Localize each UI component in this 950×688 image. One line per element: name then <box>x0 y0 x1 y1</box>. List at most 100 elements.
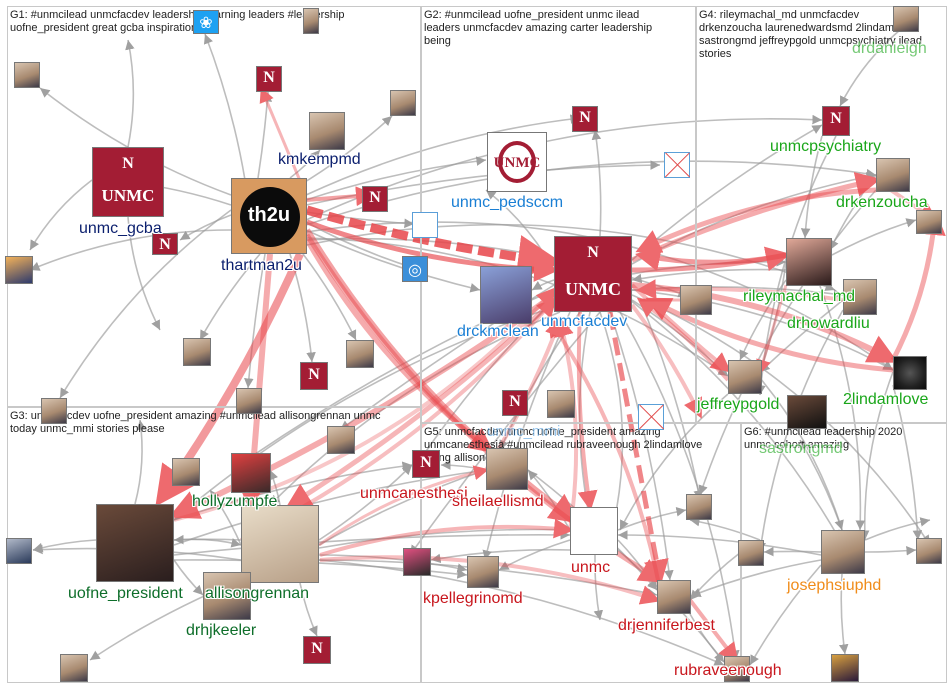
node-unmc-gcba[interactable]: UNMC <box>92 147 164 217</box>
edge-red-35 <box>756 284 788 375</box>
edge-gray-90 <box>617 507 687 531</box>
node-g1-person-e[interactable] <box>183 338 211 366</box>
group-label-g5: G5: unmcfacdev unmc uofne_president amaz… <box>424 426 703 464</box>
node-g6-person-a[interactable] <box>738 540 764 566</box>
edge-red-14 <box>576 311 598 511</box>
node-g2-broken-image-b[interactable] <box>638 404 664 430</box>
edge-gray-75 <box>318 554 468 573</box>
node-g1-unmc-small-d[interactable] <box>300 362 328 390</box>
edge-red-8 <box>285 298 556 508</box>
node-g1-person-f[interactable] <box>346 340 374 368</box>
label-unmc-gcba: unmc_gcba <box>79 220 162 237</box>
edge-gray-79 <box>269 469 281 506</box>
node-unmc[interactable] <box>570 507 618 555</box>
edge-gray-81 <box>134 419 147 505</box>
edge-gray-98 <box>763 546 822 557</box>
node-g4-person-a[interactable] <box>916 210 942 234</box>
edge-red-18 <box>636 297 730 382</box>
node-g1-person-g[interactable] <box>236 388 262 414</box>
node-g3-person-b[interactable] <box>172 458 200 486</box>
edge-gray-94 <box>593 554 604 621</box>
node-g1-unmc-small-a[interactable] <box>256 66 282 92</box>
node-drjenniferbest[interactable] <box>657 580 691 614</box>
node-unmcfacdev[interactable]: UNMC <box>554 236 632 312</box>
node-g5-person-b[interactable] <box>403 548 431 576</box>
node-unmc-pedsccm[interactable]: UNMC <box>487 132 547 192</box>
node-g2-person-b[interactable] <box>547 390 575 418</box>
label-kpellegrinomd: kpellegrinomd <box>423 590 523 607</box>
edge-gray-105 <box>864 517 931 541</box>
pedsccm-ring <box>498 141 536 183</box>
unmc-gcba-logo-text: UNMC <box>101 186 155 205</box>
edge-gray-82 <box>173 559 204 596</box>
node-g3-unmc-small[interactable] <box>303 636 331 664</box>
edge-gray-41 <box>609 311 674 581</box>
edge-gray-45 <box>419 299 555 461</box>
node-drhjkeeler[interactable] <box>203 572 251 620</box>
node-g2-childrens-logo[interactable] <box>412 212 438 238</box>
node-g1-person-h[interactable] <box>41 398 67 424</box>
node-sheilaellismd[interactable] <box>486 448 528 490</box>
node-g1-unmc-small-b[interactable] <box>362 186 388 212</box>
node-uofne-president[interactable] <box>96 504 174 582</box>
label-josephsiuphd: josephsiuphd <box>787 577 882 594</box>
node-g1-person-d[interactable] <box>5 256 33 284</box>
node-twitter-bird[interactable] <box>193 10 219 34</box>
node-2lindamlove[interactable] <box>893 356 927 390</box>
edge-gray-74 <box>318 524 571 549</box>
node-rubraveenough[interactable] <box>724 656 750 682</box>
label-sastrongmd: sastrongmd <box>759 440 843 457</box>
edge-gray-78 <box>299 582 318 637</box>
node-g1-person-a[interactable] <box>303 8 319 34</box>
edge-gray-12 <box>125 39 135 148</box>
node-allisongrennan[interactable] <box>241 505 319 583</box>
edge-gray-16 <box>305 156 487 201</box>
node-unmcanesthesia[interactable] <box>412 450 440 478</box>
edge-gray-72 <box>318 464 413 541</box>
node-g2-un-logo[interactable] <box>402 256 428 282</box>
node-josephsiuphd[interactable] <box>821 530 865 574</box>
node-g2-person-a[interactable] <box>680 285 712 315</box>
node-g2-broken-image-a[interactable] <box>664 152 690 178</box>
node-sastrongmd[interactable] <box>787 395 827 429</box>
node-g6-person-c[interactable] <box>831 654 859 682</box>
edge-gray-10 <box>299 249 357 341</box>
node-kmkempmd[interactable] <box>309 112 345 150</box>
node-g3-person-c[interactable] <box>6 538 32 564</box>
node-g2-unmc-small-b[interactable] <box>502 390 528 416</box>
node-g1-unmc-small-c[interactable] <box>152 233 178 255</box>
th2u-logo-text: th2u <box>247 204 291 226</box>
edge-gray-20 <box>305 114 581 196</box>
node-g2-unmc-small-a[interactable] <box>572 106 598 132</box>
label-jeffreypgold: jeffreypgold <box>697 396 780 413</box>
edge-gray-103 <box>749 564 822 666</box>
edge-gray-62 <box>892 384 923 541</box>
node-drckmclean[interactable] <box>480 266 532 324</box>
node-kpellegrinomd[interactable] <box>467 556 499 588</box>
node-hollyzumpfe[interactable] <box>231 453 271 493</box>
node-g3-person-d[interactable] <box>60 654 88 682</box>
edge-gray-61 <box>831 218 917 256</box>
node-thartman2u[interactable]: th2u <box>231 178 307 254</box>
edge-gray-64 <box>800 135 823 239</box>
node-g5-person-a[interactable] <box>686 494 712 520</box>
node-g3-person-a[interactable] <box>327 426 355 454</box>
group-label-g6: G6: #unmcilead leadership 2020 unmc coho… <box>744 426 903 451</box>
label-kmkempmd: kmkempmd <box>278 151 361 168</box>
node-jeffreypgold[interactable] <box>728 360 762 394</box>
node-rileymachal-md[interactable] <box>786 238 832 286</box>
node-unmcpsychiatry[interactable] <box>822 106 850 136</box>
node-g1-person-c[interactable] <box>390 90 416 116</box>
node-drdanieigh[interactable] <box>893 6 919 32</box>
edge-gray-58 <box>619 393 729 531</box>
node-g6-person-b[interactable] <box>916 538 942 564</box>
node-g1-person-b[interactable] <box>14 62 40 88</box>
edge-gray-53 <box>819 285 866 531</box>
node-drkenzoucha[interactable] <box>876 158 910 192</box>
label-drckmclean: drckmclean <box>457 323 539 340</box>
edge-gray-55 <box>859 371 894 541</box>
label-allisongrennan: allisongrennan <box>205 585 310 602</box>
node-drhowardliu[interactable] <box>843 279 877 315</box>
